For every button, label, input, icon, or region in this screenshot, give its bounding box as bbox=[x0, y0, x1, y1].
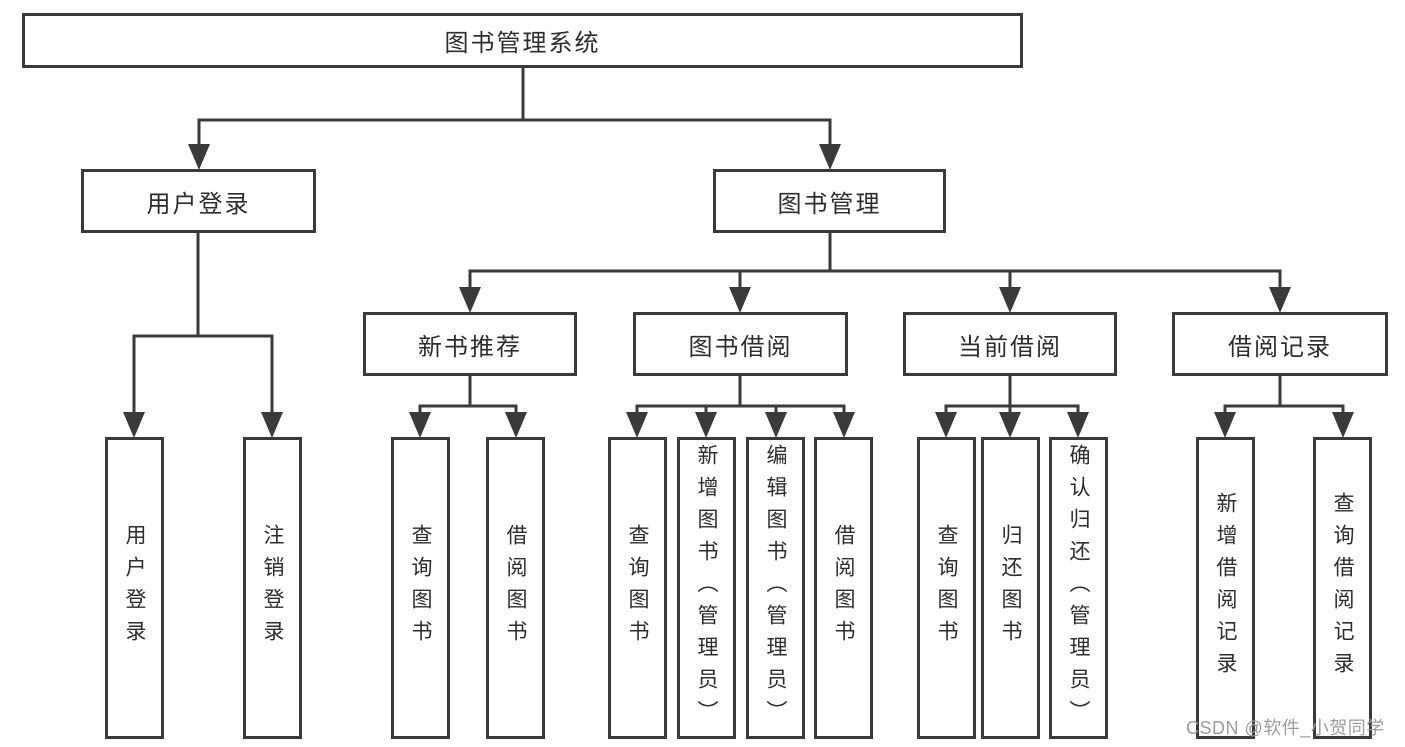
node-book-borrowing: 图书借阅 bbox=[633, 312, 848, 376]
node-borrowing-records: 借阅记录 bbox=[1172, 312, 1388, 376]
leaf-cb-confirm-return-admin: 确认归还（管理员） bbox=[1049, 437, 1108, 739]
node-user-login-label: 用户登录 bbox=[146, 190, 251, 218]
node-new-book-recommend: 新书推荐 bbox=[363, 312, 577, 376]
leaf-bb-edit-books-admin-label: 编辑图书（管理员） bbox=[764, 444, 788, 732]
node-book-borrowing-label: 图书借阅 bbox=[688, 333, 793, 361]
node-book-management-label: 图书管理 bbox=[777, 190, 882, 218]
leaf-bb-add-books-admin: 新增图书（管理员） bbox=[677, 437, 736, 739]
node-borrowing-records-label: 借阅记录 bbox=[1228, 333, 1332, 361]
leaf-cb-search-books-label: 查询图书 bbox=[935, 524, 959, 652]
node-book-management: 图书管理 bbox=[713, 169, 946, 233]
leaf-cb-confirm-return-admin-label: 确认归还（管理员） bbox=[1067, 444, 1091, 732]
node-current-borrowing: 当前借阅 bbox=[903, 312, 1117, 376]
leaf-nbr-search-books: 查询图书 bbox=[391, 437, 450, 739]
leaf-nbr-borrow-books: 借阅图书 bbox=[486, 437, 545, 739]
leaf-br-search-borrow-record-label: 查询借阅记录 bbox=[1331, 492, 1355, 684]
leaf-bb-search-books: 查询图书 bbox=[608, 437, 667, 739]
node-current-borrowing-label: 当前借阅 bbox=[958, 333, 1062, 361]
leaf-bb-add-books-admin-label: 新增图书（管理员） bbox=[695, 444, 719, 732]
csdn-watermark: CSDN @软件_小贺同学 bbox=[1186, 718, 1385, 738]
leaf-br-add-borrow-record: 新增借阅记录 bbox=[1196, 437, 1255, 739]
node-user-login: 用户登录 bbox=[81, 169, 316, 233]
leaf-nbr-borrow-books-label: 借阅图书 bbox=[504, 524, 528, 652]
node-root-book-management-system: 图书管理系统 bbox=[22, 13, 1023, 68]
node-new-book-recommend-label: 新书推荐 bbox=[418, 333, 522, 361]
leaf-user-login-label: 用户登录 bbox=[123, 524, 147, 652]
leaf-bb-borrow-books-label: 借阅图书 bbox=[832, 524, 856, 652]
leaf-user-login: 用户登录 bbox=[105, 437, 164, 739]
leaf-cb-return-books: 归还图书 bbox=[981, 437, 1040, 739]
leaf-cb-search-books: 查询图书 bbox=[917, 437, 976, 739]
leaf-br-add-borrow-record-label: 新增借阅记录 bbox=[1214, 492, 1238, 684]
leaf-bb-borrow-books: 借阅图书 bbox=[814, 437, 873, 739]
leaf-br-search-borrow-record: 查询借阅记录 bbox=[1313, 437, 1372, 739]
node-root-label: 图书管理系统 bbox=[444, 30, 601, 57]
leaf-logout: 注销登录 bbox=[243, 437, 302, 739]
leaf-nbr-search-books-label: 查询图书 bbox=[409, 524, 433, 652]
leaf-bb-search-books-label: 查询图书 bbox=[626, 524, 650, 652]
leaf-bb-edit-books-admin: 编辑图书（管理员） bbox=[746, 437, 805, 739]
leaf-logout-label: 注销登录 bbox=[261, 524, 285, 652]
leaf-cb-return-books-label: 归还图书 bbox=[999, 524, 1023, 652]
